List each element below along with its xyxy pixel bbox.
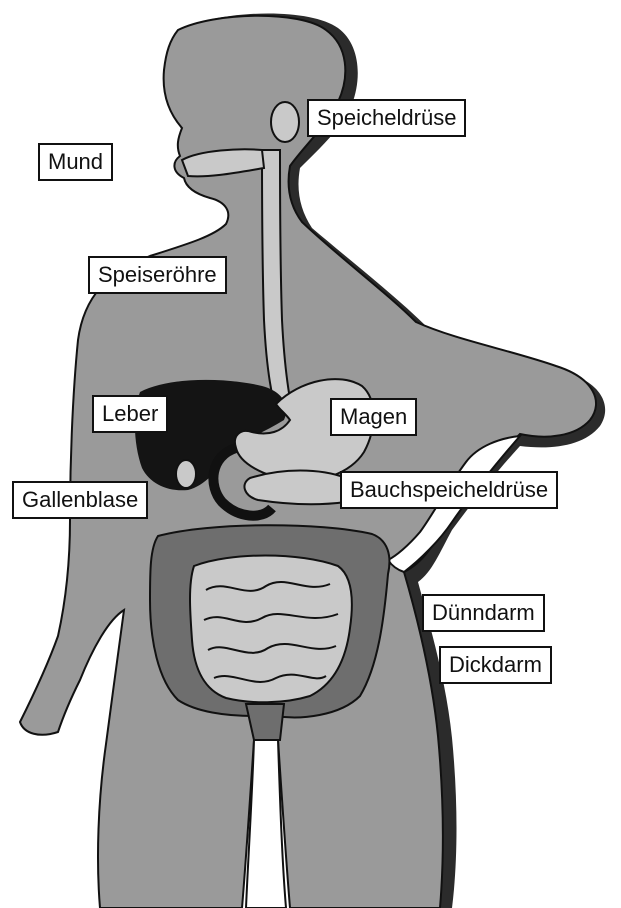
- label-dickdarm: Dickdarm: [439, 646, 552, 684]
- label-duenndarm: Dünndarm: [422, 594, 545, 632]
- label-speiseroehre: Speiseröhre: [88, 256, 227, 294]
- label-gallenblase: Gallenblase: [12, 481, 148, 519]
- label-leber: Leber: [92, 395, 168, 433]
- label-bauchspeicheldruese: Bauchspeicheldrüse: [340, 471, 558, 509]
- gallbladder-shape: [176, 460, 196, 488]
- salivary-gland-shape: [271, 102, 299, 142]
- label-magen: Magen: [330, 398, 417, 436]
- label-speicheldruese: Speicheldrüse: [307, 99, 466, 137]
- label-mund: Mund: [38, 143, 113, 181]
